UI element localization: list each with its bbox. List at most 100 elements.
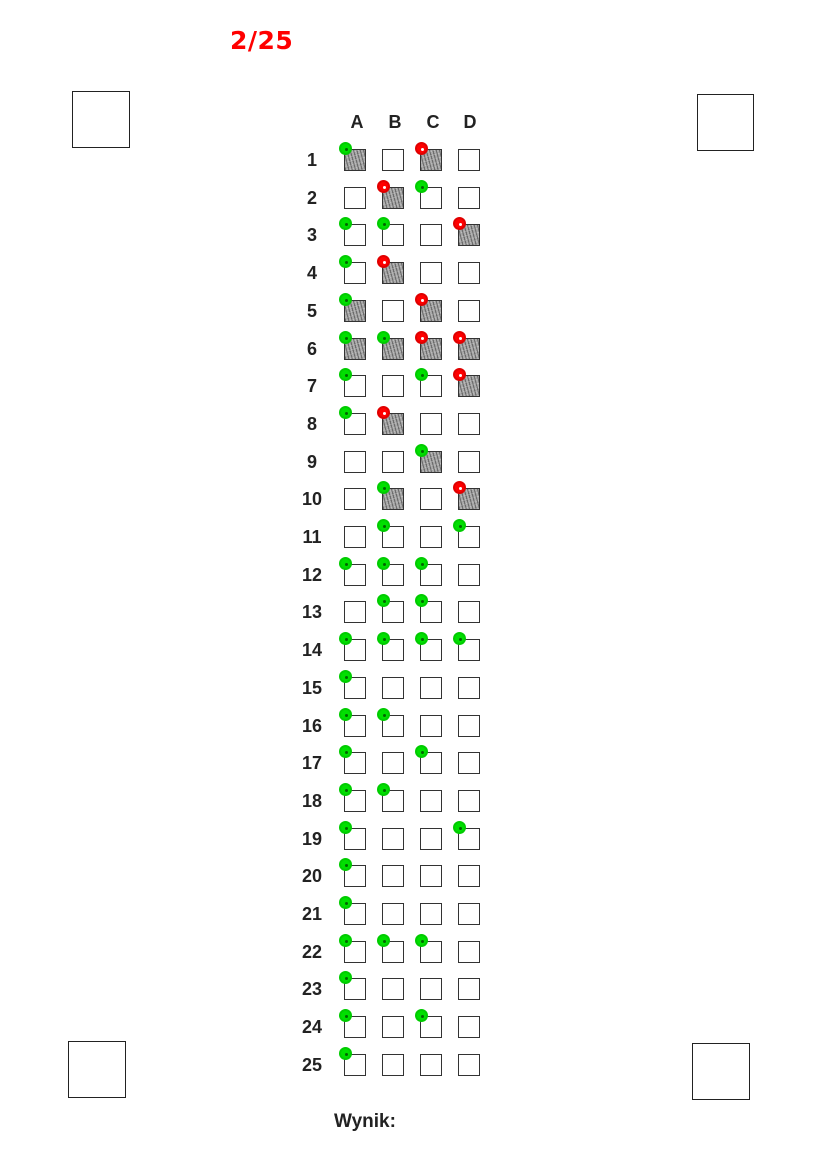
answer-box-20-a[interactable] [344,865,366,887]
answer-box-17-d[interactable] [458,752,480,774]
answer-box-13-c[interactable] [420,601,442,623]
answer-box-19-a[interactable] [344,828,366,850]
answer-box-23-c[interactable] [420,978,442,1000]
answer-box-18-b[interactable] [382,790,404,812]
answer-box-5-d[interactable] [458,300,480,322]
answer-box-17-c[interactable] [420,752,442,774]
answer-box-12-d[interactable] [458,564,480,586]
answer-box-5-b[interactable] [382,300,404,322]
answer-box-25-c[interactable] [420,1054,442,1076]
answer-box-8-a[interactable] [344,413,366,435]
answer-box-14-c[interactable] [420,639,442,661]
answer-box-3-b[interactable] [382,224,404,246]
answer-box-15-a[interactable] [344,677,366,699]
answer-box-10-d[interactable] [458,488,480,510]
answer-box-2-b[interactable] [382,187,404,209]
answer-box-2-d[interactable] [458,187,480,209]
answer-box-15-b[interactable] [382,677,404,699]
answer-box-25-a[interactable] [344,1054,366,1076]
answer-box-20-d[interactable] [458,865,480,887]
answer-box-22-d[interactable] [458,941,480,963]
answer-box-25-d[interactable] [458,1054,480,1076]
answer-box-11-b[interactable] [382,526,404,548]
answer-box-5-c[interactable] [420,300,442,322]
answer-box-24-c[interactable] [420,1016,442,1038]
answer-box-11-a[interactable] [344,526,366,548]
answer-box-17-a[interactable] [344,752,366,774]
answer-box-11-c[interactable] [420,526,442,548]
answer-box-6-c[interactable] [420,338,442,360]
answer-box-15-c[interactable] [420,677,442,699]
answer-box-2-a[interactable] [344,187,366,209]
answer-box-20-b[interactable] [382,865,404,887]
answer-box-13-d[interactable] [458,601,480,623]
answer-box-19-d[interactable] [458,828,480,850]
answer-box-14-a[interactable] [344,639,366,661]
answer-box-3-d[interactable] [458,224,480,246]
answer-box-22-b[interactable] [382,941,404,963]
answer-box-16-b[interactable] [382,715,404,737]
answer-box-22-c[interactable] [420,941,442,963]
answer-box-10-a[interactable] [344,488,366,510]
answer-box-16-a[interactable] [344,715,366,737]
answer-box-8-c[interactable] [420,413,442,435]
answer-box-21-b[interactable] [382,903,404,925]
answer-box-10-c[interactable] [420,488,442,510]
answer-box-17-b[interactable] [382,752,404,774]
answer-box-7-b[interactable] [382,375,404,397]
answer-box-24-b[interactable] [382,1016,404,1038]
answer-box-2-c[interactable] [420,187,442,209]
answer-box-12-c[interactable] [420,564,442,586]
answer-box-24-a[interactable] [344,1016,366,1038]
answer-box-21-a[interactable] [344,903,366,925]
answer-box-18-d[interactable] [458,790,480,812]
answer-box-1-d[interactable] [458,149,480,171]
answer-box-8-b[interactable] [382,413,404,435]
answer-box-9-d[interactable] [458,451,480,473]
answer-box-18-c[interactable] [420,790,442,812]
answer-box-4-a[interactable] [344,262,366,284]
answer-box-4-d[interactable] [458,262,480,284]
answer-box-25-b[interactable] [382,1054,404,1076]
answer-box-9-a[interactable] [344,451,366,473]
answer-box-23-a[interactable] [344,978,366,1000]
answer-box-18-a[interactable] [344,790,366,812]
answer-box-8-d[interactable] [458,413,480,435]
answer-box-14-b[interactable] [382,639,404,661]
answer-box-19-c[interactable] [420,828,442,850]
answer-box-13-a[interactable] [344,601,366,623]
answer-box-7-c[interactable] [420,375,442,397]
answer-box-19-b[interactable] [382,828,404,850]
answer-box-7-d[interactable] [458,375,480,397]
answer-box-3-a[interactable] [344,224,366,246]
answer-box-4-c[interactable] [420,262,442,284]
answer-box-9-c[interactable] [420,451,442,473]
answer-box-23-d[interactable] [458,978,480,1000]
answer-box-3-c[interactable] [420,224,442,246]
answer-box-23-b[interactable] [382,978,404,1000]
answer-box-6-a[interactable] [344,338,366,360]
answer-box-10-b[interactable] [382,488,404,510]
answer-box-13-b[interactable] [382,601,404,623]
answer-box-1-b[interactable] [382,149,404,171]
answer-box-4-b[interactable] [382,262,404,284]
answer-box-7-a[interactable] [344,375,366,397]
answer-box-16-d[interactable] [458,715,480,737]
answer-box-12-b[interactable] [382,564,404,586]
answer-box-21-d[interactable] [458,903,480,925]
answer-box-22-a[interactable] [344,941,366,963]
answer-box-20-c[interactable] [420,865,442,887]
answer-box-24-d[interactable] [458,1016,480,1038]
answer-box-9-b[interactable] [382,451,404,473]
answer-box-1-c[interactable] [420,149,442,171]
answer-box-21-c[interactable] [420,903,442,925]
answer-box-6-d[interactable] [458,338,480,360]
answer-box-5-a[interactable] [344,300,366,322]
answer-box-16-c[interactable] [420,715,442,737]
answer-box-14-d[interactable] [458,639,480,661]
answer-box-1-a[interactable] [344,149,366,171]
answer-box-6-b[interactable] [382,338,404,360]
answer-box-12-a[interactable] [344,564,366,586]
answer-box-11-d[interactable] [458,526,480,548]
answer-box-15-d[interactable] [458,677,480,699]
